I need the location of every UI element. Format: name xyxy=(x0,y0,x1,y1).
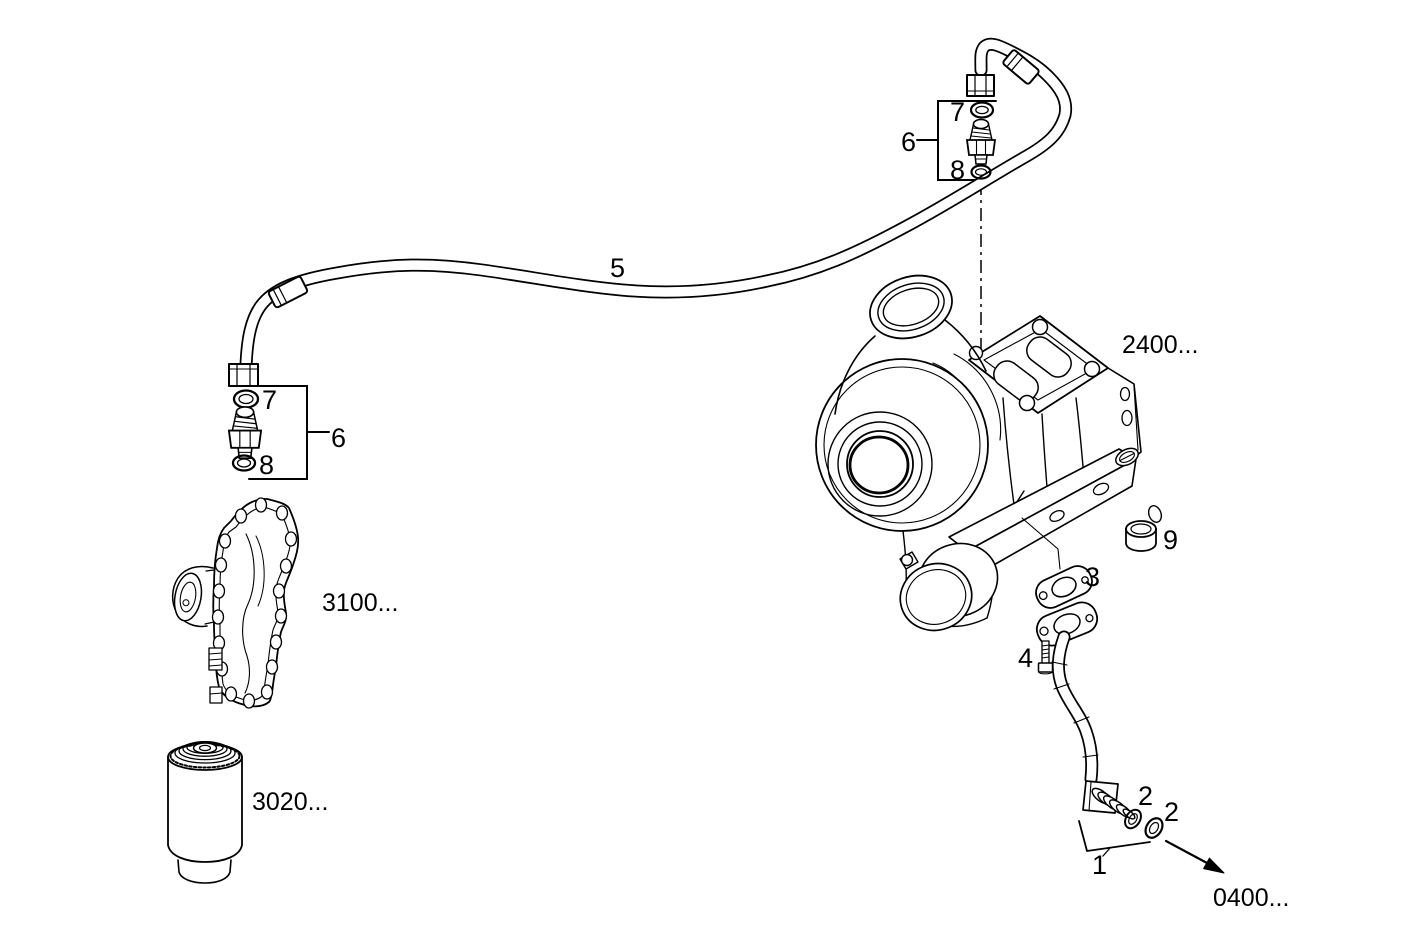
gasket-drawing xyxy=(1035,565,1093,609)
oil-filter-drawing xyxy=(167,741,243,884)
threaded-fitting-top xyxy=(965,118,997,165)
turbocharger-drawing xyxy=(815,274,1163,632)
callout-top-fitting-group[interactable]: 6 xyxy=(901,127,916,157)
pipe-nut-left xyxy=(228,363,259,387)
callout-bolt[interactable]: 4 xyxy=(1018,643,1033,673)
feed-pipe-drawing xyxy=(228,37,1073,387)
callout-feed-pipe[interactable]: 5 xyxy=(610,253,625,283)
ref-continuation[interactable]: 0400... xyxy=(1213,884,1289,912)
continuation-arrow xyxy=(1164,839,1225,874)
oring-right-drawing xyxy=(1144,817,1164,839)
callout-oring-right[interactable]: 2 xyxy=(1164,797,1179,827)
oil-cooler-drawing xyxy=(171,497,300,709)
reference-labels: 2400... 3100... 3020... 0400... xyxy=(252,331,1289,912)
bracket-bolt-head xyxy=(1115,447,1139,467)
callout-gasket[interactable]: 3 xyxy=(1085,562,1100,592)
ref-oil-cooler[interactable]: 3100... xyxy=(322,589,398,617)
callout-top-fitting-oring-lower[interactable]: 8 xyxy=(950,155,965,185)
callout-oring-left[interactable]: 2 xyxy=(1138,781,1153,811)
top-fitting-group-drawing xyxy=(916,100,997,181)
callout-plug[interactable]: 9 xyxy=(1163,525,1178,555)
callout-left-fitting-group[interactable]: 6 xyxy=(331,423,346,453)
pipe-ferrule-right xyxy=(1002,49,1040,85)
pipe-nut-right xyxy=(966,74,995,97)
cooler-bolt-holes xyxy=(211,497,298,709)
drain-pipe-flange xyxy=(1035,601,1099,647)
drain-pipe-drawing xyxy=(1035,601,1225,874)
ref-turbocharger[interactable]: 2400... xyxy=(1122,331,1198,359)
oring-left-drawing xyxy=(1124,808,1142,830)
ref-oil-filter[interactable]: 3020... xyxy=(252,788,328,816)
plug-drawing xyxy=(1125,520,1157,552)
callout-top-fitting-oring-upper[interactable]: 7 xyxy=(950,97,965,127)
callout-drain-pipe[interactable]: 1 xyxy=(1092,850,1107,880)
bolt-drawing xyxy=(1037,640,1054,675)
pipe-ferrule-left xyxy=(267,275,309,309)
threaded-fitting-left xyxy=(227,406,263,459)
actuator-face xyxy=(899,562,973,632)
group-bracket-1 xyxy=(1078,820,1151,852)
compressor-inlet-ring xyxy=(869,274,953,340)
callout-labels: 5 6 7 8 6 7 8 9 3 4 2 2 1 xyxy=(259,97,1179,880)
left-fitting-group-drawing xyxy=(227,385,330,480)
callout-left-fitting-oring-lower[interactable]: 8 xyxy=(259,450,274,480)
cooler-boss xyxy=(173,572,203,622)
callout-left-fitting-oring-upper[interactable]: 7 xyxy=(262,385,277,415)
